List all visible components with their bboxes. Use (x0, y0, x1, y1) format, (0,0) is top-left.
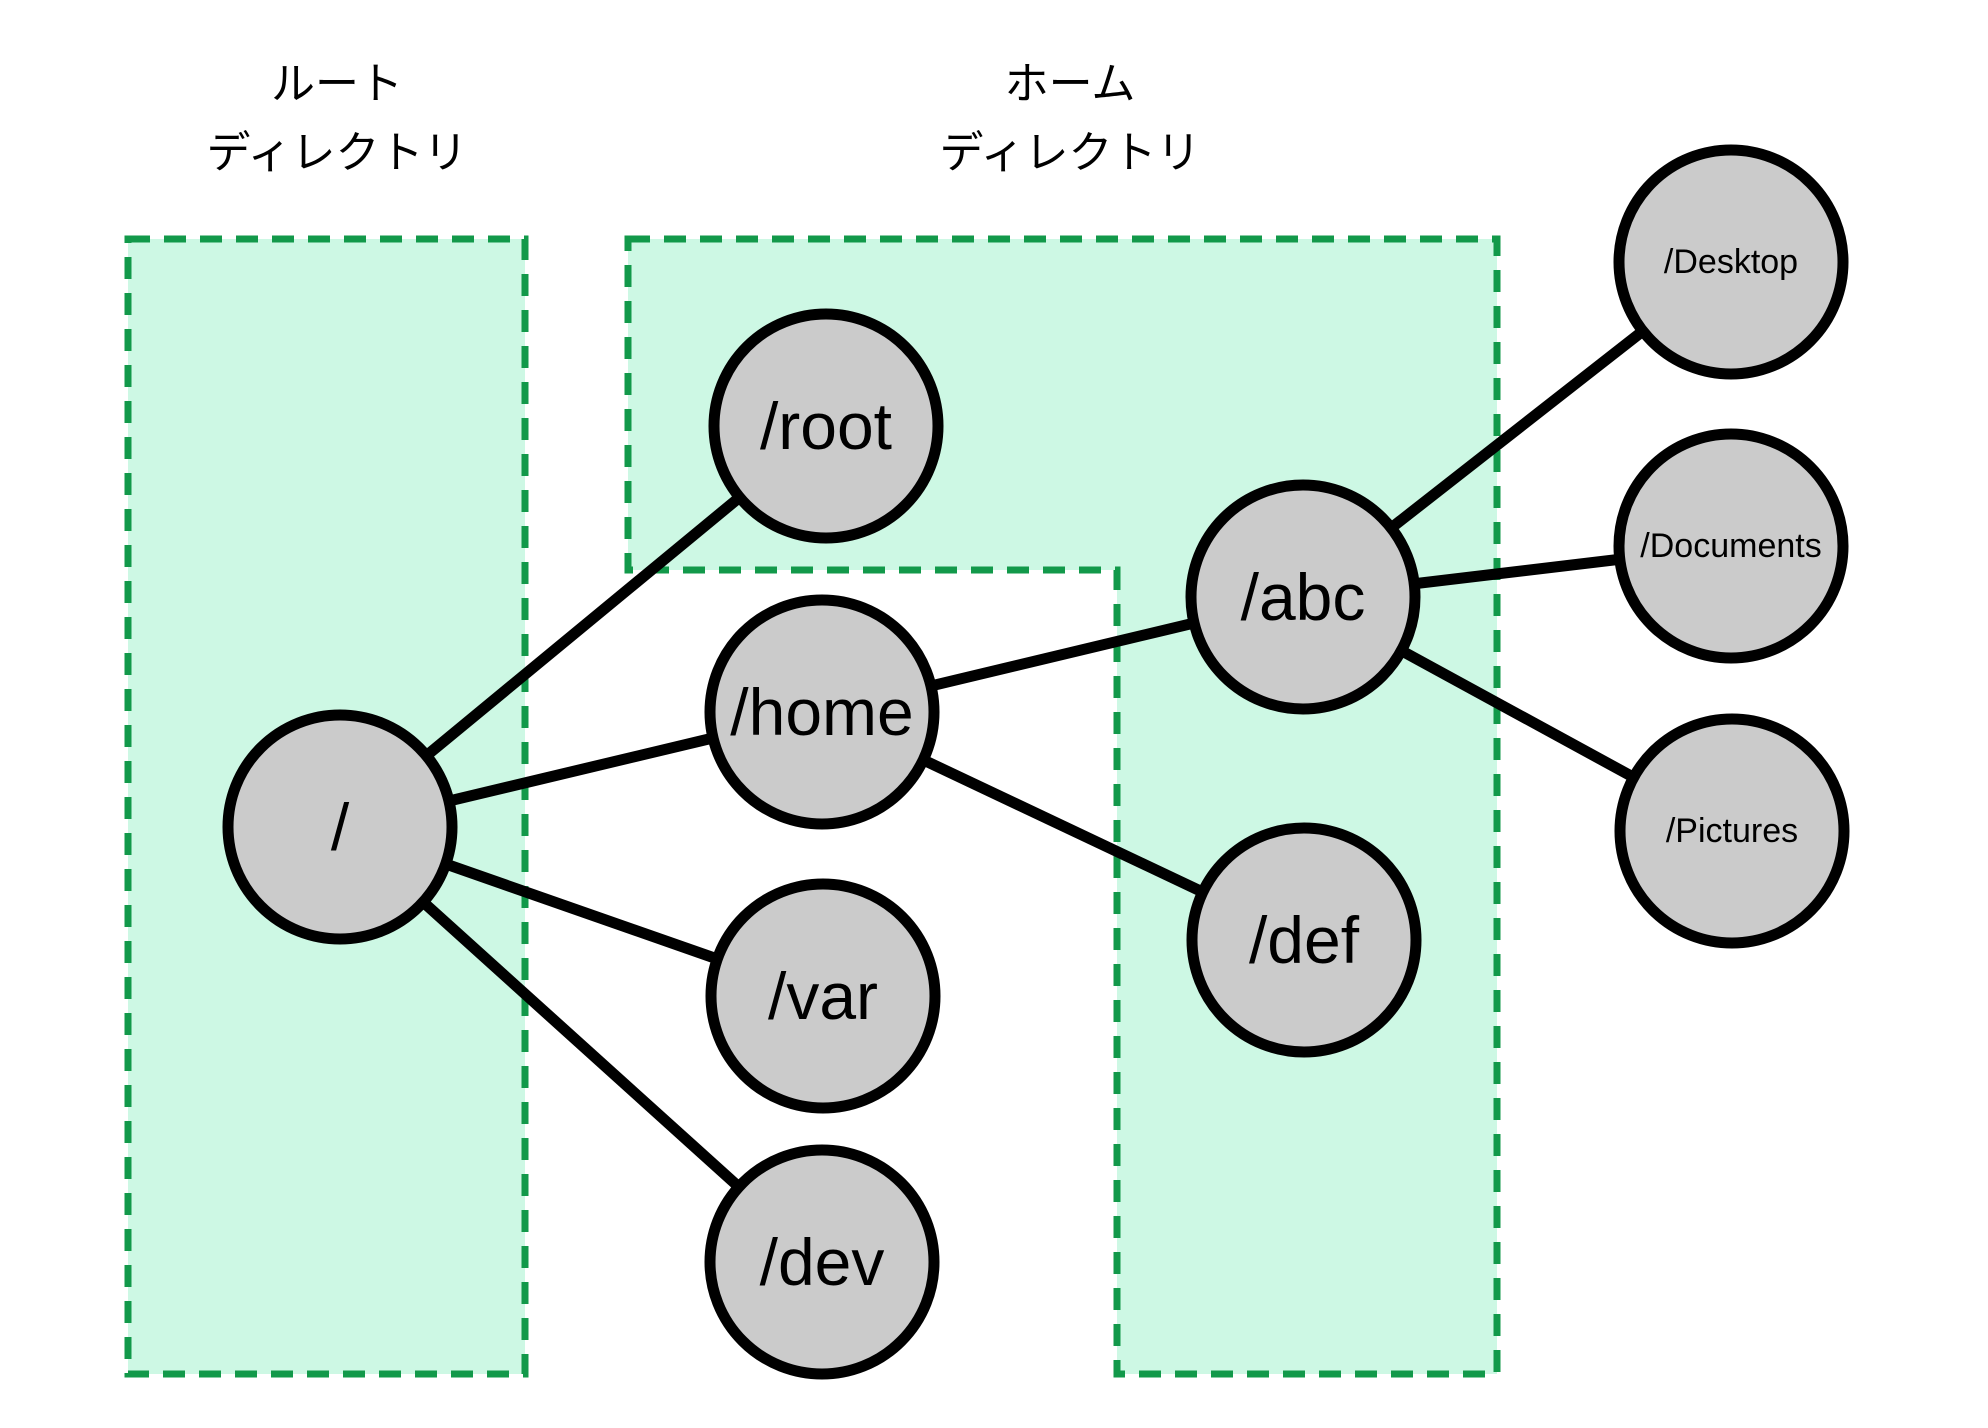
node-desktop: /Desktop (1613, 144, 1849, 380)
node-pictures-circle (1614, 713, 1850, 949)
node-root-circle (708, 308, 944, 544)
node-home: /home (704, 594, 940, 830)
node-documents: /Documents (1613, 428, 1849, 664)
node-abc-label: /abc (1241, 560, 1366, 634)
node-dev-circle (704, 1144, 940, 1380)
node-root: /root (708, 308, 944, 544)
home-directory-label-line1: ホーム (1005, 60, 1136, 109)
node-home-circle (704, 594, 940, 830)
node-dev: /dev (704, 1144, 940, 1380)
node-pictures: /Pictures (1614, 713, 1850, 949)
home-directory-label-line2: ディレクトリ (940, 129, 1201, 178)
node-def: /def (1186, 822, 1422, 1058)
node-slash: / (222, 709, 458, 945)
node-var-circle (705, 878, 941, 1114)
node-root-label: /root (760, 389, 892, 463)
node-slash-circle (222, 709, 458, 945)
node-slash-label: / (331, 790, 350, 864)
node-def-label: /def (1249, 903, 1360, 977)
node-var: /var (705, 878, 941, 1114)
node-var-label: /var (768, 959, 878, 1033)
node-documents-circle (1613, 428, 1849, 664)
node-home-label: /home (730, 675, 913, 749)
node-documents-label: /Documents (1640, 527, 1821, 565)
node-abc-circle (1185, 479, 1421, 715)
root-directory-label-line1: ルート (271, 60, 403, 109)
node-pictures-label: /Pictures (1666, 812, 1798, 850)
root-directory-label-line2: ディレクトリ (207, 129, 468, 178)
node-desktop-circle (1613, 144, 1849, 380)
node-desktop-label: /Desktop (1664, 243, 1798, 281)
node-def-circle (1186, 822, 1422, 1058)
node-dev-label: /dev (760, 1225, 885, 1299)
nodes: / /root /home /var /dev /abc (222, 144, 1850, 1380)
node-abc: /abc (1185, 479, 1421, 715)
